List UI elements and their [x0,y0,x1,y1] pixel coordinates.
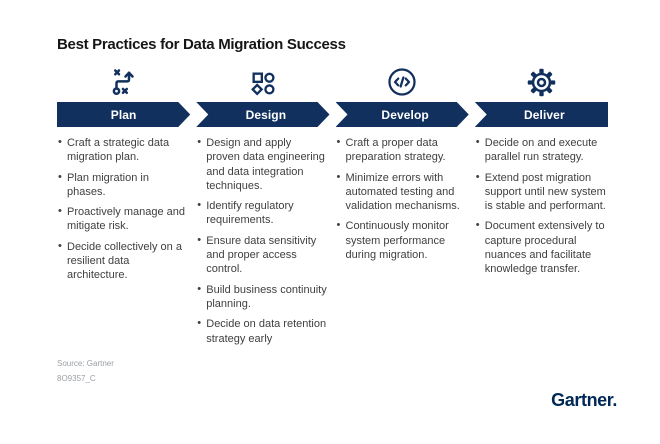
gartner-logo: Gartner. [551,390,617,410]
bullet-item: Decide on and execute parallel run strat… [476,135,606,165]
bullet-item: Decide collectively on a resilient data … [58,239,188,283]
bullet-item: Craft a strategic data migration plan. [58,135,188,165]
bullet-item: Proactively manage and mitigate risk. [58,204,188,234]
gear-icon [475,60,608,102]
source-block: Source: Gartner 8O9357_C [57,356,114,386]
strategy-icon [57,60,190,102]
bullet-item: Identify regulatory requirements. [197,198,327,228]
stage-band-develop: Develop [336,102,469,127]
bullet-item: Plan migration in phases. [58,170,188,200]
bullet-item: Minimize errors with automated testing a… [337,170,467,214]
stage-label: Develop [381,107,429,122]
bullet-item: Design and apply proven data engineering… [197,135,327,193]
bullet-list-deliver: Decide on and execute parallel run strat… [475,135,608,283]
column-deliver: Deliver Decide on and execute parallel r… [474,60,608,352]
bullet-item: Decide on data retention strategy early [197,316,327,346]
process-flow: Plan Craft a strategic data migration pl… [57,60,608,352]
stage-label: Plan [110,107,137,122]
stage-band-deliver: Deliver [474,102,608,127]
shapes-icon [196,60,329,102]
bullet-item: Extend post migration support until new … [476,170,606,214]
bullet-item: Ensure data sensitivity and proper acces… [197,233,327,277]
code-icon [336,60,469,102]
bullet-list-design: Design and apply proven data engineering… [196,135,329,352]
bullet-item: Craft a proper data preparation strategy… [337,135,467,165]
source-line: Source: Gartner [57,359,114,368]
column-develop: Develop Craft a proper data preparation … [336,60,469,352]
bullet-item: Continuously monitor system performance … [337,218,467,262]
column-design: Design Design and apply proven data engi… [196,60,329,352]
page-title: Best Practices for Data Migration Succes… [57,36,346,53]
stage-band-design: Design [196,102,329,127]
doc-id: 8O9357_C [57,374,96,383]
stage-label: Design [245,107,287,122]
stage-band-plan: Plan [57,102,190,127]
bullet-item: Build business continuity planning. [197,282,327,312]
column-plan: Plan Craft a strategic data migration pl… [57,60,190,352]
bullet-list-plan: Craft a strategic data migration plan. Pl… [57,135,190,289]
bullet-item: Document extensively to capture procedur… [476,218,606,276]
bullet-list-develop: Craft a proper data preparation strategy… [336,135,469,268]
stage-label: Deliver [524,107,565,122]
